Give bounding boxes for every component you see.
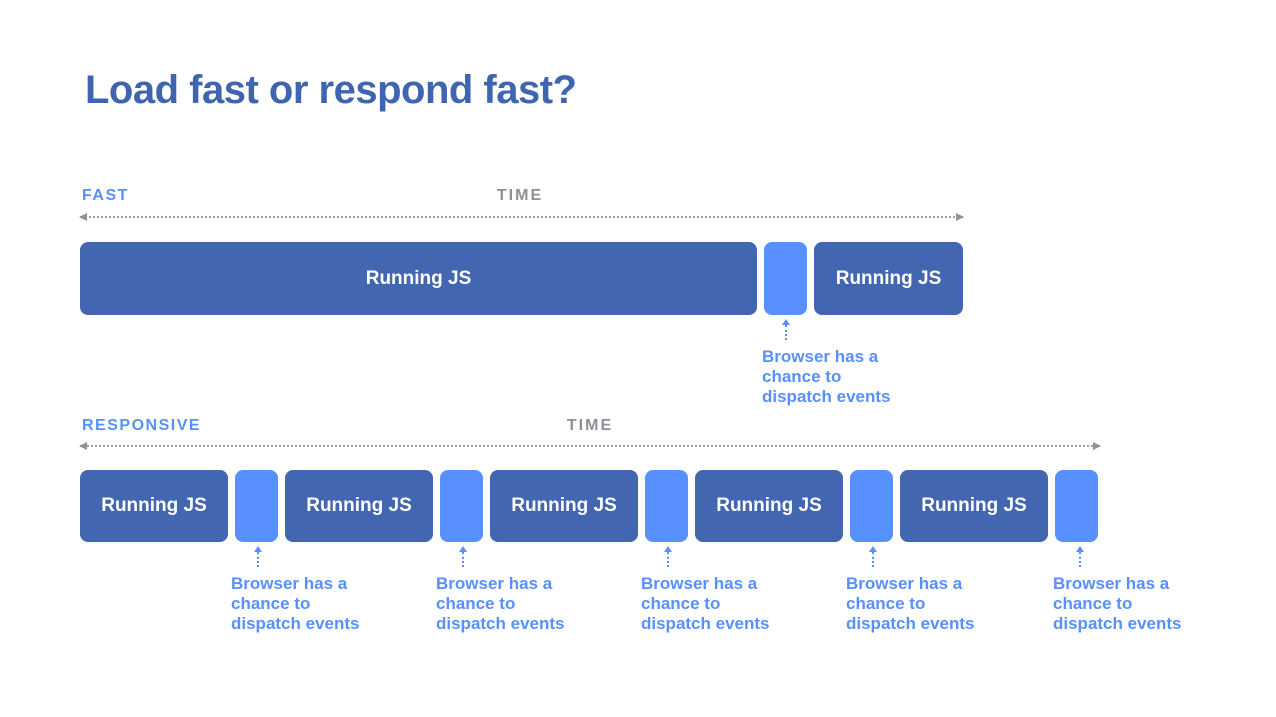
idle-gap-block <box>764 242 807 315</box>
running-js-bar: Running JS <box>490 470 638 542</box>
annotation-text: Browser has a chance to dispatch events <box>1053 574 1182 633</box>
fast-time-label: TIME <box>496 187 544 204</box>
fast-time-axis <box>79 213 964 221</box>
idle-gap-block <box>235 470 278 542</box>
running-js-bar: Running JS <box>900 470 1048 542</box>
annotation-text: Browser has a chance to dispatch events <box>762 347 891 406</box>
idle-gap-block <box>850 470 893 542</box>
up-arrow-icon <box>664 546 672 567</box>
running-js-bar: Running JS <box>80 242 757 315</box>
annotation: Browser has a chance to dispatch events <box>762 319 932 407</box>
up-arrow-icon <box>254 546 262 567</box>
slide-title: Load fast or respond fast? <box>85 68 577 112</box>
up-arrow-icon <box>1076 546 1084 567</box>
running-js-bar: Running JS <box>80 470 228 542</box>
running-js-bar: Running JS <box>285 470 433 542</box>
up-arrow-icon <box>869 546 877 567</box>
idle-gap-block <box>440 470 483 542</box>
axis-arrow-right-icon <box>1093 442 1101 450</box>
responsive-time-axis <box>79 442 1101 450</box>
annotation-text: Browser has a chance to dispatch events <box>846 574 975 633</box>
annotation: Browser has a chance to dispatch events <box>231 546 401 634</box>
running-js-bar: Running JS <box>814 242 963 315</box>
responsive-time-label: TIME <box>566 417 614 434</box>
up-arrow-icon <box>459 546 467 567</box>
annotation: Browser has a chance to dispatch events <box>641 546 811 634</box>
annotation: Browser has a chance to dispatch events <box>1053 546 1223 634</box>
responsive-section-label: RESPONSIVE <box>82 417 202 434</box>
fast-bars-row: Running JS Running JS <box>80 242 963 315</box>
axis-arrow-right-icon <box>956 213 964 221</box>
annotation: Browser has a chance to dispatch events <box>436 546 606 634</box>
annotation-text: Browser has a chance to dispatch events <box>436 574 565 633</box>
fast-section-label: FAST <box>82 187 129 204</box>
up-arrow-icon <box>782 319 790 340</box>
axis-arrow-left-icon <box>79 213 87 221</box>
annotation-text: Browser has a chance to dispatch events <box>231 574 360 633</box>
axis-arrow-left-icon <box>79 442 87 450</box>
annotation-text: Browser has a chance to dispatch events <box>641 574 770 633</box>
running-js-bar: Running JS <box>695 470 843 542</box>
annotation: Browser has a chance to dispatch events <box>846 546 1016 634</box>
responsive-bars-row: Running JS Running JS Running JS Running… <box>80 470 1098 542</box>
idle-gap-block <box>1055 470 1098 542</box>
idle-gap-block <box>645 470 688 542</box>
